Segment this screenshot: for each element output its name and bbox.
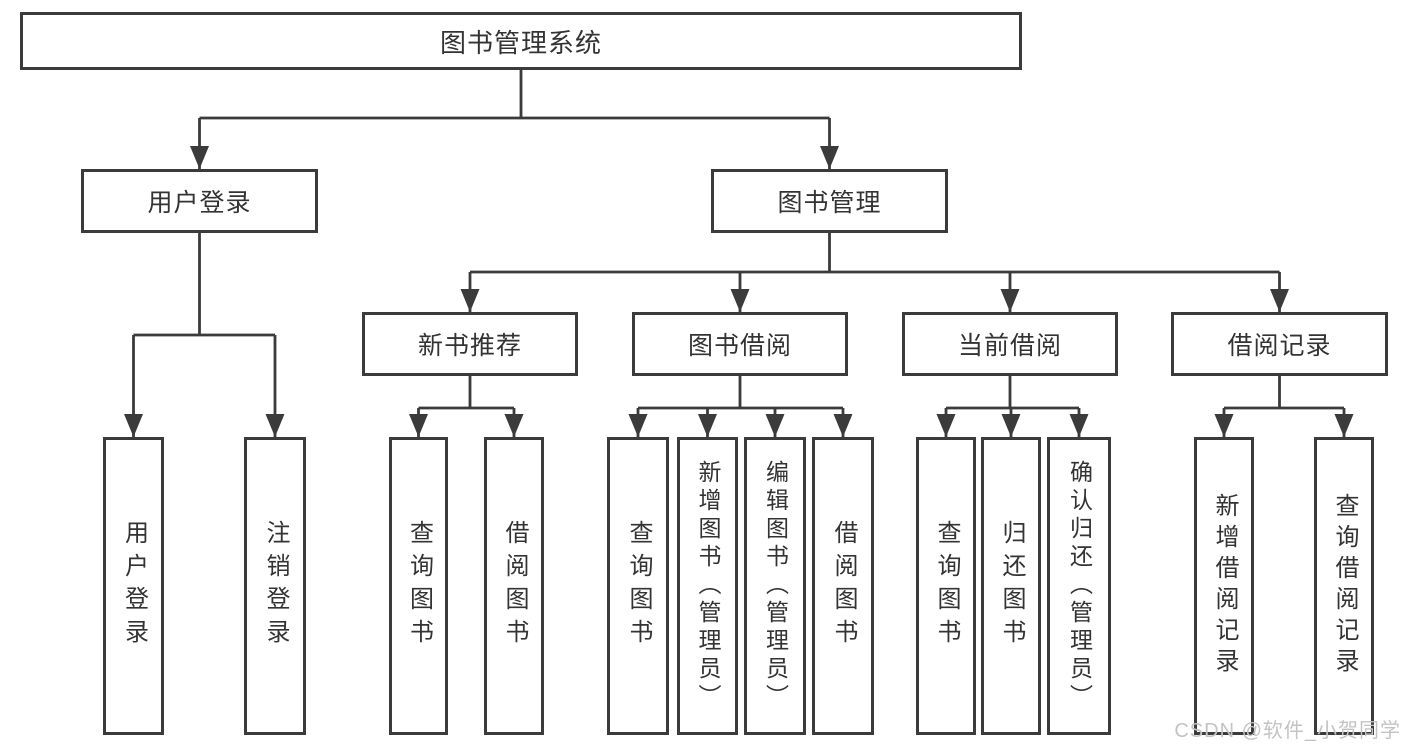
watermark: CSDN @软件_小贺同学 bbox=[1174, 720, 1401, 742]
leaf-records-query-label: 查询借阅记录 bbox=[1331, 493, 1358, 679]
leaf-current-return-label: 归还图书 bbox=[998, 520, 1025, 652]
node-new-book-recommend: 新书推荐 bbox=[362, 312, 578, 376]
node-current-borrow-label: 当前借阅 bbox=[957, 332, 1062, 360]
node-new-book-recommend-label: 新书推荐 bbox=[417, 332, 522, 360]
leaf-borrow-borrow: 借阅图书 bbox=[812, 437, 874, 735]
leaf-current-return: 归还图书 bbox=[981, 437, 1041, 735]
node-user-login: 用户登录 bbox=[81, 169, 318, 233]
node-borrow-records-label: 借阅记录 bbox=[1227, 332, 1332, 360]
leaf-records-query: 查询借阅记录 bbox=[1314, 437, 1374, 735]
leaf-borrow-add-admin: 新增图书（管理员） bbox=[677, 437, 738, 735]
node-book-borrow: 图书借阅 bbox=[632, 312, 848, 376]
leaf-user-login: 用户登录 bbox=[103, 437, 164, 735]
leaf-newbooks-query-label: 查询图书 bbox=[405, 520, 433, 652]
leaf-borrow-add-admin-label: 新增图书（管理员） bbox=[695, 460, 721, 712]
leaf-borrow-query: 查询图书 bbox=[607, 437, 669, 735]
node-book-management: 图书管理 bbox=[711, 169, 948, 233]
leaf-current-confirm-admin: 确认归还（管理员） bbox=[1047, 437, 1111, 735]
leaf-newbooks-borrow-label: 借阅图书 bbox=[501, 520, 528, 652]
node-root: 图书管理系统 bbox=[20, 12, 1022, 70]
node-book-management-label: 图书管理 bbox=[777, 189, 882, 217]
leaf-current-confirm-admin-label: 确认归还（管理员） bbox=[1066, 460, 1093, 712]
leaf-user-login-label: 用户登录 bbox=[120, 520, 148, 652]
leaf-records-add-label: 新增借阅记录 bbox=[1211, 493, 1238, 679]
node-current-borrow: 当前借阅 bbox=[902, 312, 1118, 376]
node-root-label: 图书管理系统 bbox=[439, 27, 602, 58]
leaf-borrow-edit-admin-label: 编辑图书（管理员） bbox=[762, 460, 789, 712]
leaf-current-query-label: 查询图书 bbox=[933, 520, 960, 652]
leaf-logout-login: 注销登录 bbox=[244, 437, 306, 735]
node-user-login-label: 用户登录 bbox=[147, 189, 252, 217]
leaf-logout-login-label: 注销登录 bbox=[262, 520, 289, 652]
leaf-borrow-borrow-label: 借阅图书 bbox=[830, 520, 857, 652]
leaf-newbooks-borrow: 借阅图书 bbox=[484, 437, 544, 735]
leaf-current-query: 查询图书 bbox=[916, 437, 976, 735]
node-borrow-records: 借阅记录 bbox=[1171, 312, 1388, 376]
leaf-newbooks-query: 查询图书 bbox=[389, 437, 448, 735]
node-book-borrow-label: 图书借阅 bbox=[687, 332, 792, 360]
leaf-borrow-query-label: 查询图书 bbox=[625, 520, 652, 652]
leaf-borrow-edit-admin: 编辑图书（管理员） bbox=[744, 437, 806, 735]
leaf-records-add: 新增借阅记录 bbox=[1194, 437, 1254, 735]
